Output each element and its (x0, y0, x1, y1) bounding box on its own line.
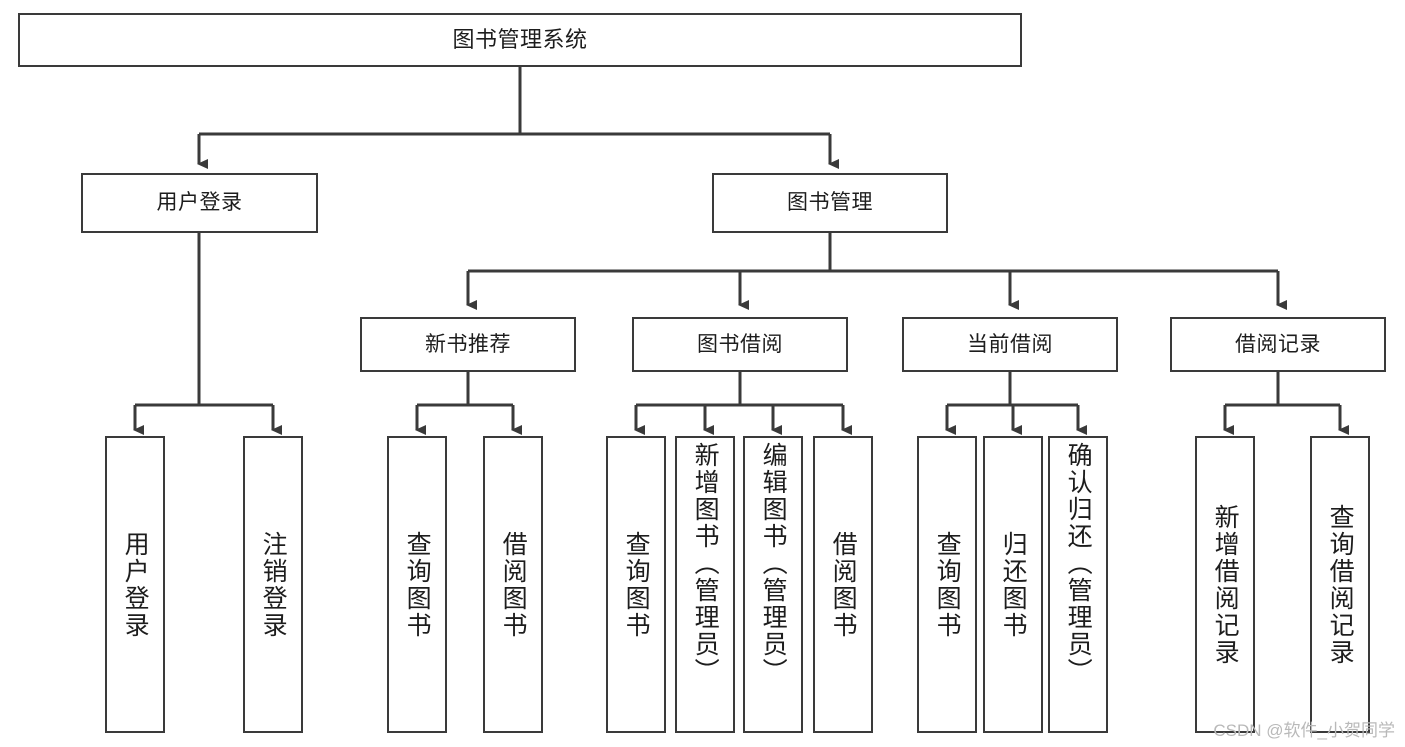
node-root[interactable]: 图书管理系统 (18, 13, 1022, 67)
node-leaf-confirm-return[interactable]: 确认归还（管理员） (1048, 436, 1108, 733)
node-leaf-user-login[interactable]: 用户登录 (105, 436, 165, 733)
node-leaf-query-book-new[interactable]: 查询图书 (387, 436, 447, 733)
node-book-borrow[interactable]: 图书借阅 (632, 317, 848, 372)
node-leaf-query-book-new-label: 查询图书 (403, 530, 432, 639)
watermark: CSDN @软件_小贺同学 (1213, 721, 1395, 740)
node-leaf-query-book-label: 查询图书 (622, 530, 651, 639)
node-leaf-logout[interactable]: 注销登录 (243, 436, 303, 733)
node-leaf-add-borrow-record-label: 新增借阅记录 (1211, 503, 1240, 666)
node-book-management-label: 图书管理 (787, 191, 873, 215)
node-leaf-edit-book[interactable]: 编辑图书（管理员） (743, 436, 803, 733)
node-user-login-label: 用户登录 (156, 191, 243, 215)
node-leaf-borrow-book-new-label: 借阅图书 (499, 530, 528, 639)
node-user-login[interactable]: 用户登录 (81, 173, 318, 233)
node-book-borrow-label: 图书借阅 (697, 332, 783, 356)
node-borrow-record[interactable]: 借阅记录 (1170, 317, 1386, 372)
node-leaf-borrow-book[interactable]: 借阅图书 (813, 436, 873, 733)
node-leaf-return-book-label: 归还图书 (999, 530, 1028, 639)
node-leaf-add-book-label: 新增图书（管理员） (691, 442, 720, 685)
node-leaf-edit-book-label: 编辑图书（管理员） (759, 442, 788, 685)
node-leaf-return-book[interactable]: 归还图书 (983, 436, 1043, 733)
node-current-borrow[interactable]: 当前借阅 (902, 317, 1118, 372)
node-book-management[interactable]: 图书管理 (712, 173, 948, 233)
node-leaf-logout-label: 注销登录 (259, 530, 288, 639)
node-borrow-record-label: 借阅记录 (1235, 332, 1321, 356)
node-new-book-recommend-label: 新书推荐 (425, 332, 511, 356)
node-new-book-recommend[interactable]: 新书推荐 (360, 317, 576, 372)
node-leaf-query-borrow-record[interactable]: 查询借阅记录 (1310, 436, 1370, 733)
node-leaf-query-book[interactable]: 查询图书 (606, 436, 666, 733)
node-leaf-query-borrow-record-label: 查询借阅记录 (1326, 503, 1355, 666)
node-current-borrow-label: 当前借阅 (967, 332, 1053, 356)
node-leaf-add-borrow-record[interactable]: 新增借阅记录 (1195, 436, 1255, 733)
node-leaf-add-book[interactable]: 新增图书（管理员） (675, 436, 735, 733)
node-leaf-user-login-label: 用户登录 (121, 530, 150, 639)
node-root-label: 图书管理系统 (452, 26, 588, 52)
node-leaf-query-book-current[interactable]: 查询图书 (917, 436, 977, 733)
node-leaf-borrow-book-label: 借阅图书 (829, 530, 858, 639)
node-leaf-query-book-current-label: 查询图书 (933, 530, 962, 639)
node-leaf-confirm-return-label: 确认归还（管理员） (1064, 442, 1093, 685)
node-leaf-borrow-book-new[interactable]: 借阅图书 (483, 436, 543, 733)
